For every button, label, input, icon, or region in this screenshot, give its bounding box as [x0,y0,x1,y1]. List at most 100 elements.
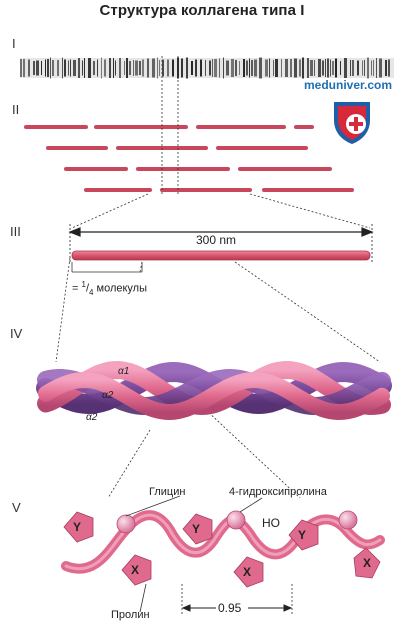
band-stripe [330,59,331,77]
band-stripe [64,59,66,77]
band-stripe [200,59,202,77]
band-stripe [314,60,315,76]
glycine-ball [116,514,136,534]
residue-spacing-label: 0.95 [218,601,242,615]
hydroxyproline-residue [63,511,94,543]
band-stripe [388,59,390,77]
alpha2-chain-label: α2 [102,390,114,401]
band-stripe [275,59,278,77]
band-stripe [167,59,169,77]
band-stripe [269,58,270,78]
band-stripe [104,59,106,77]
band-stripe [379,58,382,78]
band-stripe [162,59,164,77]
level-label-3: III [10,224,21,239]
band-stripe [281,59,282,77]
band-stripe [332,61,334,75]
band-stripe [385,60,387,76]
glycine-ball [338,510,358,530]
band-stripe [212,59,213,77]
band-stripe [124,61,125,75]
band-stripe [159,60,160,76]
band-stripe [254,59,257,77]
band-stripe [82,60,83,76]
band-stripe [364,60,365,76]
band-stripe [294,58,297,78]
band-stripe [20,59,22,77]
proline-label: Пролин [111,609,150,621]
level-label-5: V [12,500,21,515]
glycine-label: Глицин [149,486,186,498]
band-stripe [249,58,250,78]
band-stripe [33,61,35,75]
band-stripe [307,58,309,78]
band-stripe [310,60,313,76]
band-stripe [299,59,301,77]
residue-y-label: Y [192,522,201,536]
band-stripe [181,58,183,78]
proline-residue [353,547,381,579]
band-stripe [28,59,30,77]
band-stripe [113,58,114,78]
band-stripe [231,59,234,77]
band-stripe [325,59,326,77]
band-stripe [322,60,324,76]
hydroxyproline-residue [182,513,213,545]
band-stripe [101,57,102,79]
band-stripe [172,59,174,77]
band-stripe [362,60,363,76]
band-stripe [157,57,158,79]
band-stripe [119,58,121,78]
level-label-4: IV [10,326,23,341]
band-stripe [152,58,155,78]
band-stripe [352,60,354,76]
collagen-molecule [71,250,371,261]
band-stripe [273,60,274,76]
proline-residue [121,554,152,586]
residue-x-label: X [131,563,140,577]
watermark-text: meduniver.com [304,78,393,92]
residue-x-label: X [363,556,372,570]
band-stripe [41,61,42,75]
glycine-ball [226,510,246,530]
residue-y-label: Y [73,520,82,534]
band-stripe [335,58,337,78]
fibril-band [20,57,394,79]
band-stripe [285,59,288,77]
band-stripe [45,59,46,77]
band-stripe [219,58,220,78]
band-stripe [126,58,128,78]
band-stripe [50,57,51,79]
shield-cross-icon [334,102,370,144]
band-stripe [68,60,69,76]
band-stripe [243,59,245,77]
band-stripe [226,60,229,76]
band-stripe [223,57,224,79]
level-label-2: II [12,102,20,117]
band-stripe [93,61,95,75]
band-stripe [47,59,49,77]
band-stripe [340,61,341,75]
band-stripe [133,60,134,76]
band-stripe [70,59,71,77]
band-stripe [115,60,116,76]
band-stripe [97,59,98,77]
band-stripe [191,61,193,75]
proline-residue [233,556,264,588]
band-stripe [57,60,59,76]
band-stripe [235,60,237,76]
band-stripe [209,60,211,76]
quarter-molecule-label: = 1/4 молекулы [72,280,148,297]
ho-label: HO [262,516,280,530]
band-stripe [52,60,54,76]
residue-x-label: X [243,565,252,579]
band-stripe [318,59,321,77]
band-stripe [129,61,131,75]
band-stripe [239,61,240,75]
zoom-connectors [55,56,381,614]
length-label: 300 nm [192,233,241,247]
band-stripe [350,60,351,76]
band-stripe [371,60,372,76]
band-stripe [142,59,144,77]
